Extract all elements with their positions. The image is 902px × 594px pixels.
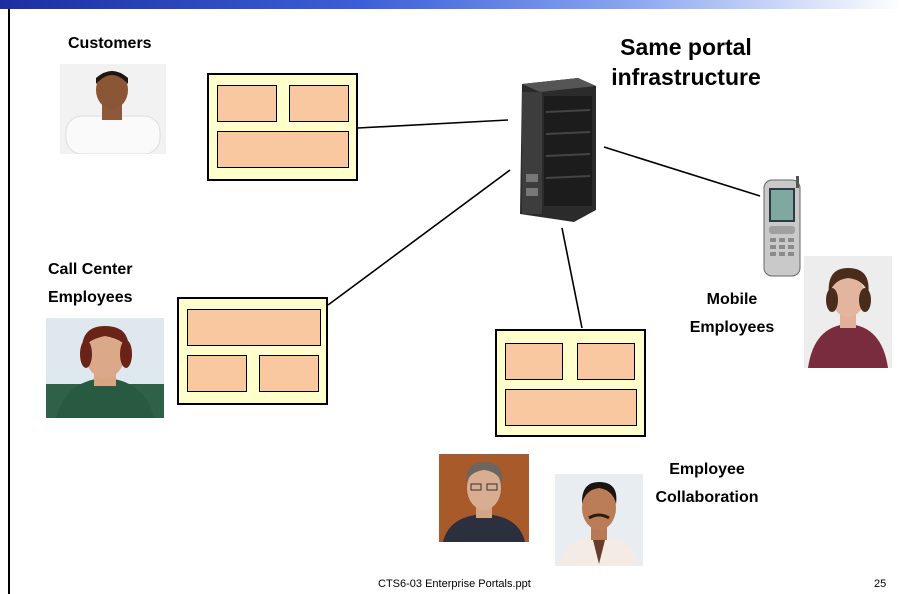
call-center-label: Call Center Employees — [48, 261, 133, 306]
slide-number: 25 — [874, 578, 887, 590]
collaboration-portal-panel — [495, 329, 646, 437]
call-center-photo — [46, 318, 164, 418]
call-center-portal-panel — [177, 297, 328, 405]
collaboration-photo-2 — [555, 474, 643, 566]
footer-filename: CTS6-03 Enterprise Portals.ppt — [378, 578, 531, 590]
server-icon — [520, 78, 596, 222]
customer-portal-panel — [207, 73, 358, 181]
mobile-phone-icon — [763, 176, 801, 277]
header-bar — [0, 0, 902, 9]
portlet-block — [577, 343, 635, 380]
portlet-block — [505, 343, 563, 380]
mobile-employees-label: Mobile Employees — [689, 291, 775, 336]
mobile-employee-photo — [804, 256, 892, 368]
portlet-block — [217, 131, 349, 168]
customers-label: Customers — [68, 35, 152, 52]
collaboration-photo-1 — [439, 454, 529, 542]
portlet-block — [187, 309, 321, 346]
portlet-block — [259, 355, 319, 392]
portlet-block — [217, 85, 277, 122]
customer-photo — [60, 64, 166, 154]
left-margin-rule — [8, 9, 10, 594]
portal-title: Same portal infrastructure — [611, 34, 761, 90]
employee-collaboration-label: Employee Collaboration — [655, 461, 759, 506]
portlet-block — [289, 85, 349, 122]
portlet-block — [187, 355, 247, 392]
portlet-block — [505, 389, 637, 426]
